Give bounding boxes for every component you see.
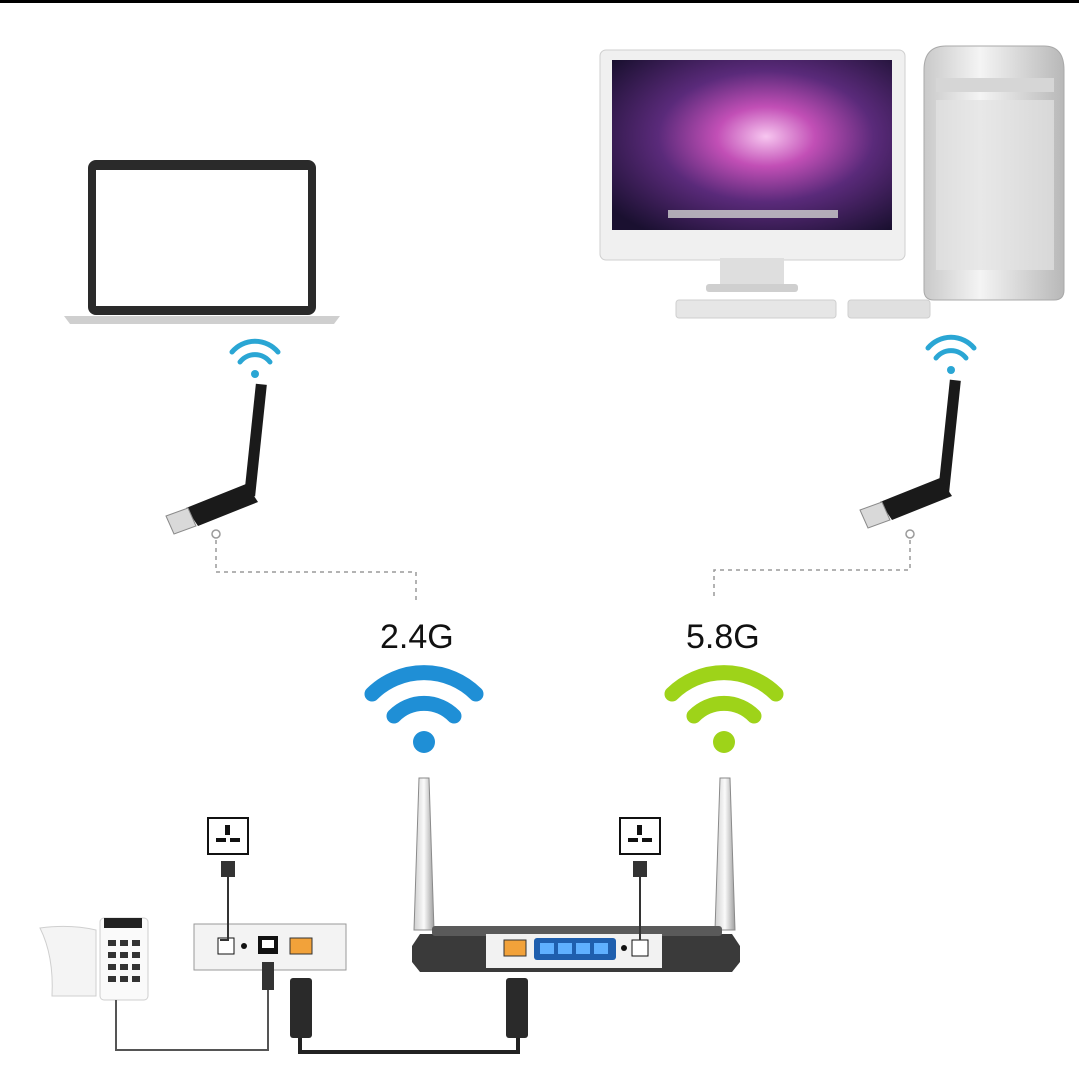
laptop-icon: [64, 160, 340, 324]
power-outlet-icon: [619, 817, 661, 855]
wifi-58g-icon: [664, 665, 784, 753]
wifi-icon: [229, 338, 281, 378]
band-label-24g: 2.4G: [380, 618, 454, 656]
band-label-58g: 5.8G: [686, 618, 760, 656]
power-outlet-icon: [207, 817, 249, 855]
dashed-connector: [211, 529, 915, 600]
ethernet-cable-icon: [290, 978, 528, 1054]
desktop-monitor-icon: [599, 49, 906, 292]
power-cable: [220, 861, 647, 941]
trackpad-icon: [847, 299, 931, 319]
desktop-tower-icon: [923, 45, 1065, 301]
keyboard-icon: [675, 299, 837, 319]
router-icon: [412, 926, 740, 972]
phone-cable: [115, 962, 274, 1051]
top-border: [0, 0, 1079, 3]
wifi-24g-icon: [364, 665, 484, 753]
wifi-icon: [925, 334, 977, 374]
usb-wifi-adapter-icon: [165, 383, 267, 535]
usb-wifi-adapter-icon: [859, 379, 961, 529]
telephone-icon: [39, 917, 149, 1001]
router-antenna: [413, 777, 736, 931]
